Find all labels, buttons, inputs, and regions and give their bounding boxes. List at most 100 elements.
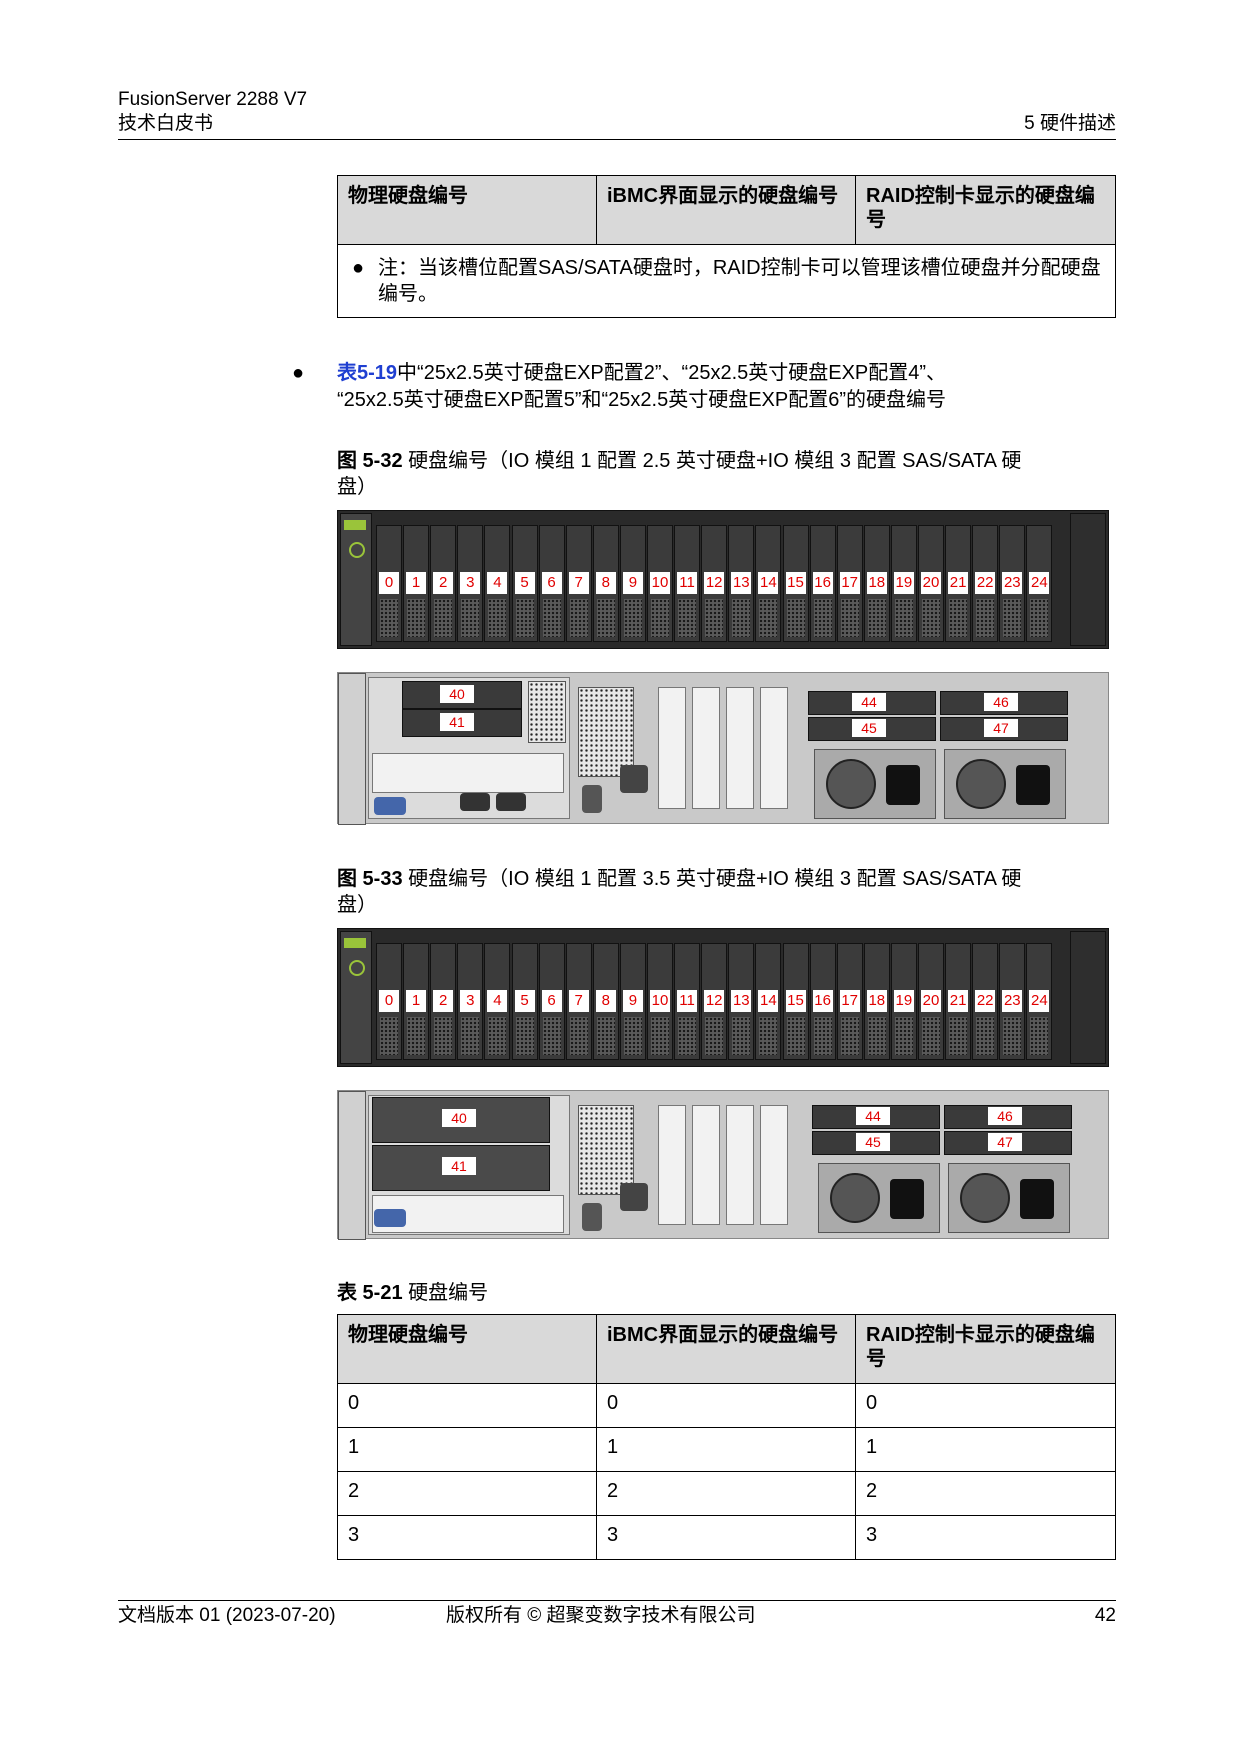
drive-bay: 2 <box>430 943 457 1060</box>
drive-number-label: 1 <box>406 990 427 1012</box>
drive-bay: 13 <box>728 943 755 1060</box>
drive-mesh <box>922 1017 940 1055</box>
drive-number-label: 46 <box>988 1107 1022 1125</box>
rear-ear <box>338 1091 366 1240</box>
drive-number-label: 6 <box>541 572 562 594</box>
drive-mesh <box>569 1017 588 1055</box>
drive-number-label: 45 <box>856 1133 890 1151</box>
drive-number-label: 13 <box>731 990 752 1012</box>
drive-mesh <box>813 1017 832 1055</box>
bullet-paragraph: 表5-19中“25x2.5英寸硬盘EXP配置2”、“25x2.5英寸硬盘EXP配… <box>337 360 1127 414</box>
drive-number-label: 44 <box>852 693 886 711</box>
drive-bay: 13 <box>728 525 755 642</box>
drive-number-label: 11 <box>677 990 698 1012</box>
document-type: 技术白皮书 <box>118 113 214 134</box>
drive-bay: 7 <box>565 525 592 642</box>
table-cell: 2 <box>855 1471 1116 1516</box>
mgmt-port <box>620 765 648 793</box>
drive-number-label: 5 <box>514 990 535 1012</box>
drive-bay: 18 <box>863 943 890 1060</box>
drive-mesh <box>1003 599 1022 637</box>
rear-ear <box>338 673 366 825</box>
figure-caption-text: 盘） <box>337 894 377 916</box>
drive-mesh <box>949 1017 968 1055</box>
drive-bay: 8 <box>592 943 619 1060</box>
drive-number-label: 16 <box>812 990 833 1012</box>
table-header-cell: iBMC界面显示的硬盘编号 <box>596 1314 856 1384</box>
status-display-icon <box>344 938 366 948</box>
front-ear <box>1070 513 1106 646</box>
pcie-slot <box>726 1105 754 1225</box>
drive-number-label: 3 <box>460 990 481 1012</box>
table-header-cell: RAID控制卡显示的硬盘编号 <box>855 175 1116 245</box>
drive-bay: 10 <box>647 943 673 1060</box>
drive-mesh <box>542 1017 561 1055</box>
power-socket <box>1016 765 1050 805</box>
drive-bay: 22 <box>972 943 999 1060</box>
drive-mesh <box>922 599 940 637</box>
table-row: 3 3 3 <box>337 1515 1116 1560</box>
drive-mesh <box>705 599 724 637</box>
table-link[interactable]: 表5-19 <box>337 362 398 384</box>
drive-bay: 16 <box>809 943 836 1060</box>
fan-icon <box>956 759 1006 809</box>
drive-bay: 24 <box>1026 943 1053 1060</box>
drive-number-label: 12 <box>704 572 725 594</box>
drive-mesh <box>678 1017 697 1055</box>
table-cell: 3 <box>596 1515 856 1560</box>
drive-number-label: 2 <box>433 990 454 1012</box>
table-cell: 0 <box>596 1383 856 1428</box>
drive-mesh <box>596 1017 615 1055</box>
power-button-icon <box>349 960 365 976</box>
pcie-slot <box>692 687 720 809</box>
front-ear <box>1070 931 1106 1064</box>
drive-number-label: 46 <box>984 693 1018 711</box>
figure-caption-text: 硬盘编号（IO 模组 1 配置 2.5 英寸硬盘+IO 模组 3 配置 SAS/… <box>408 450 1022 472</box>
vent-grille <box>578 687 634 777</box>
bullet-icon: ● <box>352 257 365 279</box>
drive-number-label: 44 <box>856 1107 890 1125</box>
drive-bay: 22 <box>972 525 999 642</box>
pcie-slot <box>658 687 686 809</box>
drive-number-label: 22 <box>975 572 996 594</box>
usb-port <box>582 785 602 813</box>
drive-bay: 23 <box>999 943 1026 1060</box>
drive-bay: 18 <box>863 525 890 642</box>
vga-port <box>374 1209 406 1227</box>
vent-grille <box>578 1105 634 1195</box>
drive-bay: 1 <box>403 525 430 642</box>
drive-mesh <box>434 599 453 637</box>
table-row: 2 2 2 <box>337 1471 1116 1516</box>
table-cell: 0 <box>855 1383 1116 1428</box>
drive-mesh <box>867 1017 886 1055</box>
drive-bay: 3 <box>457 525 484 642</box>
status-display-icon <box>344 520 366 530</box>
fan-icon <box>830 1173 880 1223</box>
drive-bay: 8 <box>592 525 619 642</box>
drive-mesh <box>407 1017 426 1055</box>
drive-bay: 24 <box>1026 525 1053 642</box>
drive-mesh <box>949 599 968 637</box>
vga-port <box>374 797 406 815</box>
pcie-slot <box>658 1105 686 1225</box>
drive-number-label: 17 <box>839 572 860 594</box>
drive-bay: 14 <box>755 943 782 1060</box>
drive-mesh <box>407 599 426 637</box>
drive-number-label: 0 <box>379 990 399 1012</box>
drive-mesh <box>651 1017 669 1055</box>
drive-bay: 14 <box>755 525 782 642</box>
drive-bay: 17 <box>836 525 863 642</box>
drive-number-label: 7 <box>568 572 589 594</box>
table-header-cell: 物理硬盘编号 <box>337 1314 597 1384</box>
drive-number-label: 8 <box>595 572 616 594</box>
drive-number-label: 4 <box>487 990 508 1012</box>
drive-number-label: 10 <box>650 572 670 594</box>
front-control-panel <box>340 513 372 646</box>
drive-mesh <box>732 1017 751 1055</box>
flex-io-slot <box>372 753 564 793</box>
drive-number-label: 6 <box>541 990 562 1012</box>
drive-mesh <box>380 599 398 637</box>
server-rear-panel: 40 41 44 46 45 47 <box>337 672 1109 825</box>
drive-number-label: 18 <box>866 572 887 594</box>
table-header-row: 物理硬盘编号 iBMC界面显示的硬盘编号 RAID控制卡显示的硬盘编号 <box>337 1314 1116 1384</box>
